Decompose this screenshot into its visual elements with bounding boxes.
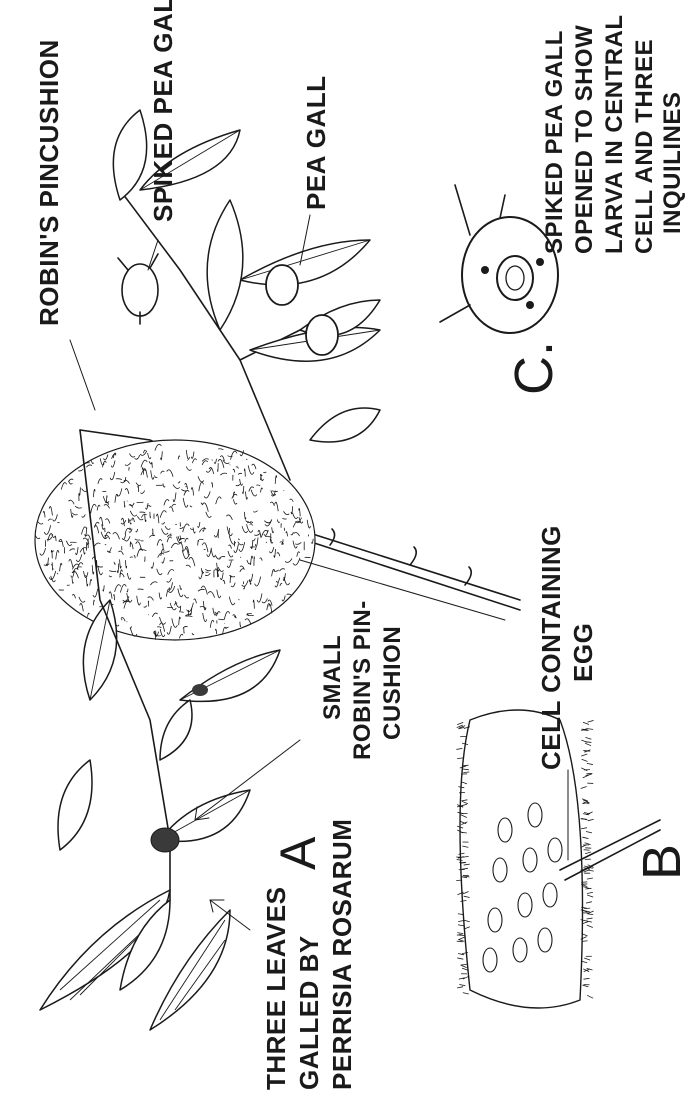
svg-text:PEA GALL: PEA GALL <box>301 76 331 210</box>
label-spiked-opened: SPIKED PEA GALL OPENED TO SHOW LARVA IN … <box>541 14 685 254</box>
svg-text:THREE LEAVES: THREE LEAVES <box>261 887 291 1090</box>
svg-text:OPENED TO SHOW: OPENED TO SHOW <box>571 25 598 254</box>
svg-text:PERRISIA ROSARUM: PERRISIA ROSARUM <box>327 819 357 1090</box>
svg-text:INQUILINES: INQUILINES <box>659 92 685 234</box>
label-pea-gall: PEA GALL <box>301 76 331 210</box>
svg-text:A: A <box>270 836 326 870</box>
svg-text:SPIKED PEA GALL: SPIKED PEA GALL <box>541 30 568 254</box>
svg-text:SPIKED PEA GALL: SPIKED PEA GALL <box>148 0 178 222</box>
svg-text:CELL AND THREE: CELL AND THREE <box>631 39 658 254</box>
label-cell-containing-egg: CELL CONTAINING EGG <box>536 525 598 770</box>
label-small-robins-pincushion: SMALL ROBIN'S PIN- CUSHION <box>319 600 406 760</box>
svg-text:ROBIN'S PIN-: ROBIN'S PIN- <box>349 600 376 760</box>
svg-text:C.: C. <box>504 341 564 395</box>
label-spiked-pea-gall: SPIKED PEA GALL <box>148 0 178 222</box>
svg-text:LARVA IN CENTRAL: LARVA IN CENTRAL <box>601 14 628 254</box>
label-fig-b: B <box>632 844 685 880</box>
svg-text:SMALL: SMALL <box>319 635 346 720</box>
svg-text:CELL CONTAINING: CELL CONTAINING <box>536 525 566 770</box>
svg-text:EGG: EGG <box>568 623 598 682</box>
svg-text:B: B <box>632 844 685 880</box>
label-fig-c: C. <box>504 341 564 395</box>
label-fig-a: A <box>270 836 326 870</box>
robins-pincushion-gall <box>35 440 315 640</box>
svg-text:GALLED BY: GALLED BY <box>294 935 324 1090</box>
svg-text:CUSHION: CUSHION <box>379 626 406 740</box>
spiked-pea-gall <box>118 254 158 324</box>
label-robins-pincushion: ROBIN'S PINCUSHION <box>34 39 64 326</box>
svg-text:ROBIN'S PINCUSHION: ROBIN'S PINCUSHION <box>34 39 64 326</box>
